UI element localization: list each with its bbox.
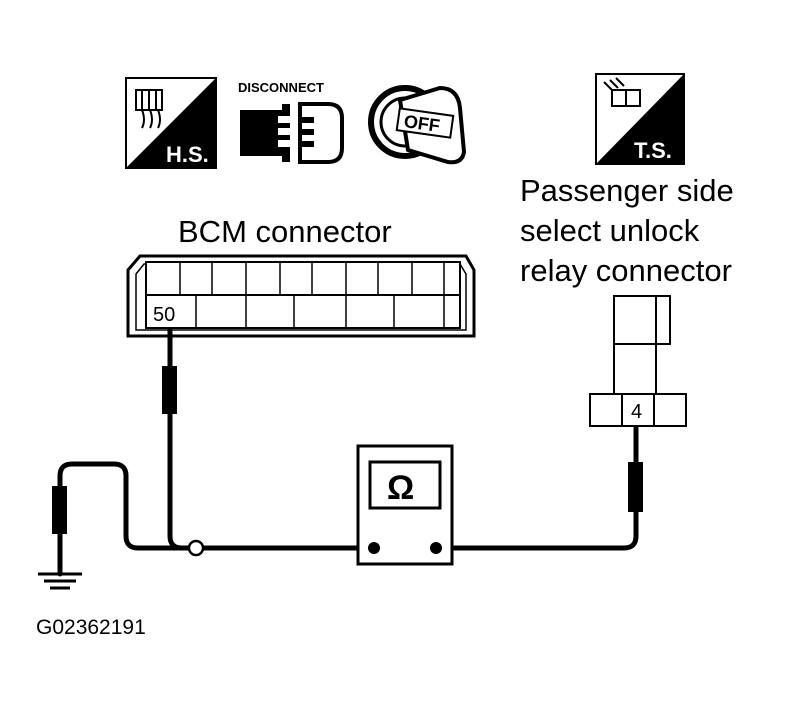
ts-label: T.S.	[634, 138, 672, 163]
meter-com-jack	[368, 542, 380, 554]
relay-pin-label: 4	[631, 401, 642, 423]
ground-lead	[57, 461, 188, 573]
bcm-upper-cavities	[179, 262, 445, 295]
relay-probe-lead	[433, 425, 639, 551]
ground-probe-tip	[52, 486, 67, 534]
bcm-probe-lead	[167, 327, 197, 551]
ohmmeter-icon: Ω	[356, 444, 454, 566]
figure-id: G02362191	[36, 616, 146, 639]
bcm-connector: 50	[126, 254, 476, 338]
bcm-pin-label: 50	[153, 304, 175, 326]
bcm-connector-title: BCM connector	[178, 214, 392, 249]
relay-connector: 4	[589, 295, 687, 427]
bcm-probe-tip	[162, 366, 177, 414]
terminal-glyph-icon	[603, 77, 641, 107]
off-label: OFF	[403, 111, 441, 136]
harness-side-icon: H.S.	[125, 77, 217, 169]
hs-label: H.S.	[166, 142, 209, 167]
disconnect-label: DISCONNECT	[238, 80, 324, 95]
relay-title-line2: select unlock	[520, 213, 700, 248]
relay-title-line3: relay connector	[520, 253, 732, 288]
relay-title-line1: Passenger side	[520, 173, 734, 208]
ohm-symbol: Ω	[387, 469, 414, 507]
ground-symbol-icon	[38, 567, 82, 590]
meter-v-jack	[430, 542, 442, 554]
disconnect-icon: DISCONNECT	[238, 80, 344, 164]
terminal-side-icon: T.S.	[595, 73, 685, 165]
test-wiring	[52, 327, 643, 573]
bcm-lower-cavities	[195, 295, 445, 328]
relay-probe-tip	[628, 462, 643, 512]
ignition-off-icon: OFF	[368, 85, 467, 165]
wire-junction	[187, 539, 205, 557]
connector-glyph-icon	[135, 89, 163, 129]
